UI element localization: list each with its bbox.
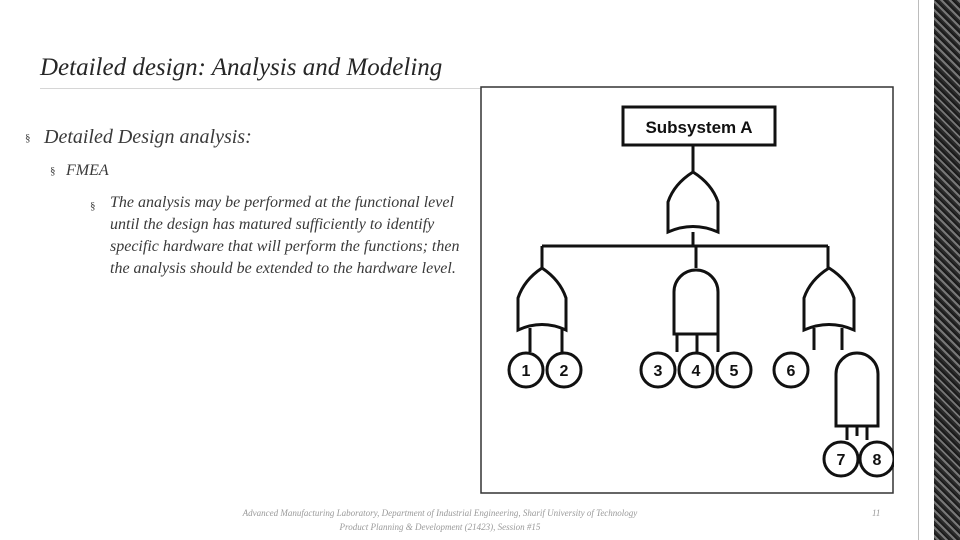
slide-title: Detailed design: Analysis and Modeling <box>40 54 443 81</box>
or-gate-top <box>666 170 720 235</box>
connector-lines <box>528 146 869 440</box>
event-1-label: 1 <box>522 363 531 380</box>
event-7-label: 7 <box>837 452 846 469</box>
event-6-circle <box>772 351 810 389</box>
bullet-level-1: § Detailed Design analysis: <box>25 126 252 149</box>
event-5-label: 5 <box>730 363 739 380</box>
bullet-level-1-text: Detailed Design analysis: <box>44 126 252 148</box>
event-5-circle <box>715 351 753 389</box>
event-8-circle <box>858 440 894 478</box>
page-number: 11 <box>872 508 881 518</box>
basic-events: 1 2 3 4 5 6 7 8 <box>507 351 894 478</box>
event-2-label: 2 <box>560 363 569 380</box>
bullet-level-2-text: FMEA <box>66 162 109 179</box>
event-4-label: 4 <box>692 363 701 380</box>
subsystem-a-box <box>621 105 777 147</box>
footer: Advanced Manufacturing Laboratory, Depar… <box>170 506 710 534</box>
footer-line-1: Advanced Manufacturing Laboratory, Depar… <box>242 508 638 518</box>
bullet-level-3: § The analysis may be performed at the f… <box>88 192 470 280</box>
bullet-marker-icon: § <box>25 132 31 144</box>
bullet-marker-icon: § <box>50 165 56 177</box>
subsystem-a-label: Subsystem A <box>645 118 752 137</box>
slide-border-line <box>918 0 919 540</box>
event-2-circle <box>545 351 583 389</box>
bullet-level-3-text: The analysis may be performed at the fun… <box>110 194 460 277</box>
event-7-circle <box>822 440 860 478</box>
and-gate-lower-right <box>834 351 880 428</box>
event-3-circle <box>639 351 677 389</box>
event-3-label: 3 <box>654 363 663 380</box>
event-8-label: 8 <box>873 452 882 469</box>
event-6-label: 6 <box>787 363 796 380</box>
event-4-circle <box>677 351 715 389</box>
footer-line-2: Product Planning & Development (21423), … <box>339 522 541 532</box>
or-gate-right <box>802 266 856 333</box>
fault-tree-diagram: Subsystem A 1 2 3 4 5 6 7 8 <box>480 86 894 494</box>
and-gate-middle <box>672 268 720 336</box>
bullet-marker-icon: § <box>90 200 96 212</box>
bullet-level-2: § FMEA <box>50 162 109 180</box>
decorative-side-strip <box>934 0 960 540</box>
or-gate-left <box>516 266 568 333</box>
event-1-circle <box>507 351 545 389</box>
title-underline <box>40 88 482 89</box>
